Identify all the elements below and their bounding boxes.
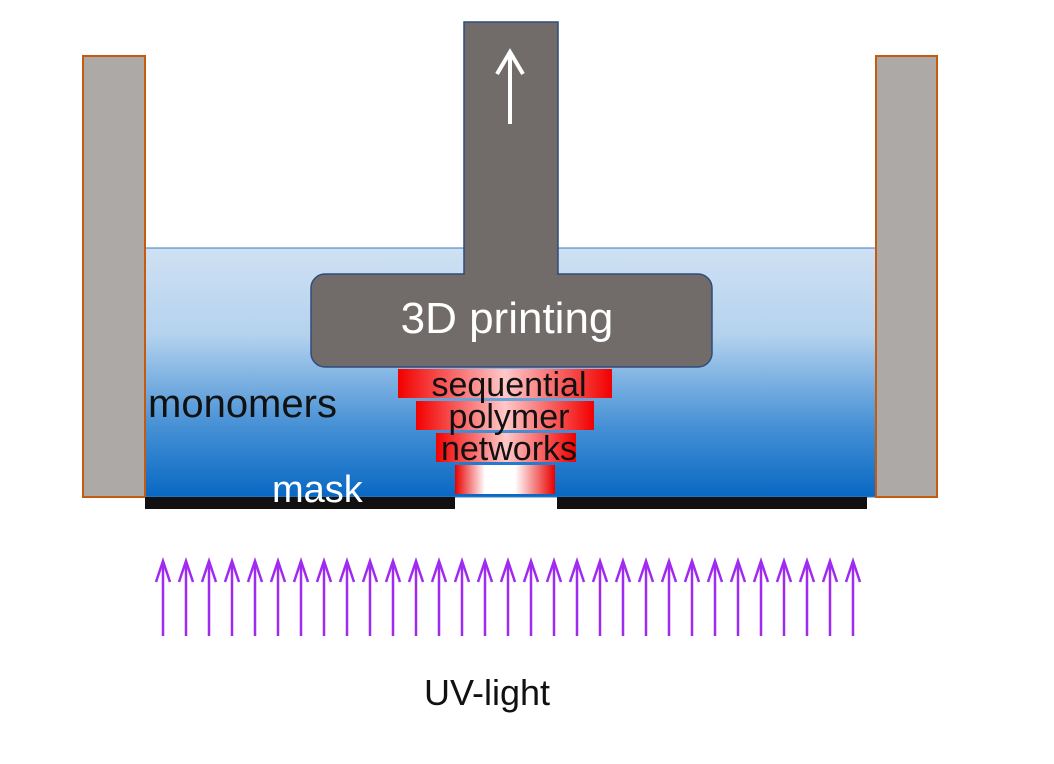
uv-arrow-icon [522,557,540,636]
uv-arrow-icon [338,557,356,636]
uv-arrow-icon [499,557,517,636]
uv-arrow-icon [683,557,701,636]
polymer-layer-4 [455,465,555,494]
uv-arrow-icon [706,557,724,636]
uv-arrow-icon [545,557,563,636]
platform-label: 3D printing [401,294,614,343]
uv-arrow-icon [591,557,609,636]
uv-arrow-icon [844,557,862,636]
uv-arrow-icon [430,557,448,636]
mask-left [145,497,455,509]
vat-wall-left [82,55,146,498]
uv-arrow-icon [775,557,793,636]
uv-arrow-icon [246,557,264,636]
uv-arrow-icon [752,557,770,636]
polymer-layer-2 [416,401,594,430]
polymer-layer-3 [436,433,576,462]
uv-arrow-icon [292,557,310,636]
uv-arrow-icon [361,557,379,636]
layer-label-polymer: polymer [449,398,570,436]
monomers-label: monomers [148,382,337,426]
uv-arrow-icon [177,557,195,636]
uv-arrow-icon [200,557,218,636]
uv-arrow-icon [476,557,494,636]
mask-label: mask [272,469,364,511]
up-arrow-icon [495,48,525,124]
uv-arrow-icon [384,557,402,636]
polymer-layer-1 [398,369,612,398]
uv-arrow-icon [223,557,241,636]
uv-arrow-icon [568,557,586,636]
uv-arrow-icon [407,557,425,636]
uv-arrow-icon [453,557,471,636]
uv-arrows [154,557,862,636]
layer-label-sequential: sequential [431,366,586,404]
uv-arrow-icon [798,557,816,636]
layer-label-networks: networks [441,430,577,468]
uv-arrow-icon [821,557,839,636]
uv-arrow-icon [637,557,655,636]
mask-right [557,497,867,509]
uv-arrow-icon [614,557,632,636]
platform-joint [465,268,557,280]
uv-arrow-icon [729,557,747,636]
vat-wall-right [875,55,938,498]
uv-arrow-icon [154,557,172,636]
uv-arrow-icon [269,557,287,636]
uv-light-label: UV-light [424,672,550,713]
uv-arrow-icon [660,557,678,636]
uv-arrow-icon [315,557,333,636]
